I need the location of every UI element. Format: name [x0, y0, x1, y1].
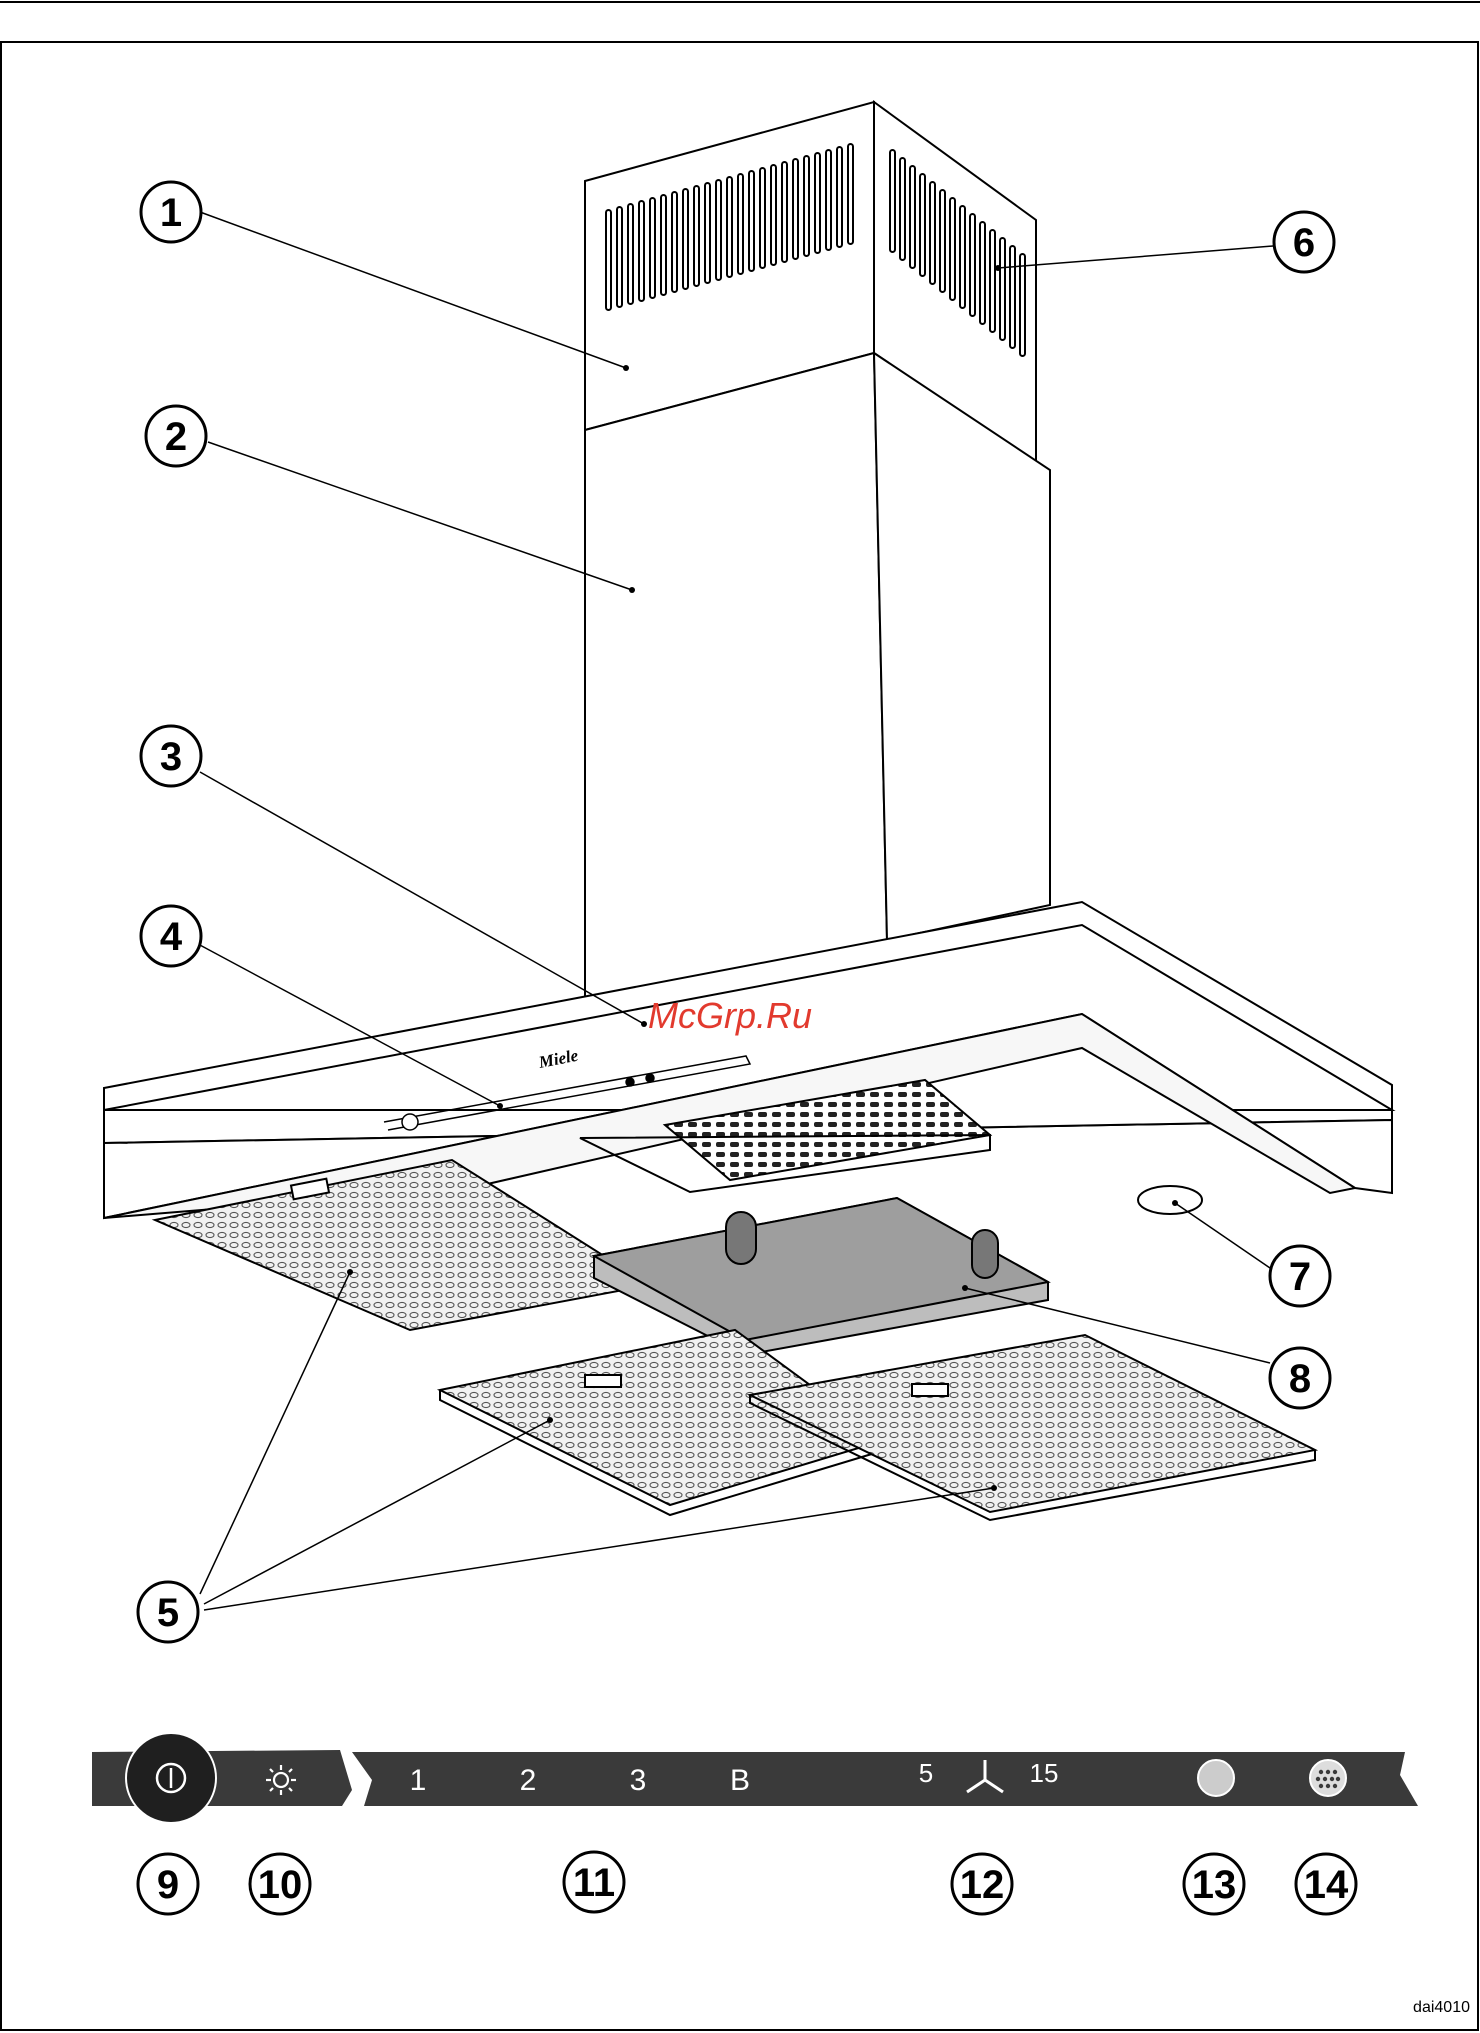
vent-slot — [1020, 254, 1025, 356]
vent-slot — [890, 150, 895, 252]
svg-text:5: 5 — [157, 1591, 179, 1635]
vent-slot — [804, 156, 809, 256]
callout-9: 9 — [138, 1854, 198, 1914]
indicator-dot — [1316, 1777, 1320, 1781]
lower-chimney — [585, 353, 1050, 1012]
callout-13: 13 — [1184, 1854, 1244, 1914]
vent-slot — [848, 144, 853, 244]
callout-11: 11 — [564, 1852, 624, 1912]
vent-slot — [950, 198, 955, 300]
vent-slot — [683, 189, 688, 289]
vent-slot — [650, 198, 655, 298]
vent-slot — [738, 174, 743, 274]
vent-slot — [760, 168, 765, 268]
timer-5-label[interactable]: 5 — [919, 1758, 933, 1788]
indicator-dot — [1333, 1784, 1337, 1788]
vent-slot — [628, 204, 633, 304]
grease-filter-indicator-icon — [1198, 1760, 1234, 1796]
vent-slot — [930, 182, 935, 284]
vent-slot — [672, 192, 677, 292]
vent-slot — [661, 195, 666, 295]
callout-10: 10 — [250, 1854, 310, 1914]
odour-filter-indicator-icon — [1310, 1760, 1346, 1796]
callout-6: 6 — [1274, 212, 1334, 272]
vent-slot — [900, 158, 905, 260]
lighting — [1138, 1186, 1202, 1214]
vent-slot — [920, 174, 925, 276]
vent-slot — [1010, 246, 1015, 348]
callout-14: 14 — [1296, 1854, 1356, 1914]
svg-text:7: 7 — [1289, 1255, 1311, 1299]
indicator-dot — [1330, 1777, 1334, 1781]
grease-filter-right — [750, 1335, 1315, 1520]
fan-level-3-button[interactable]: 3 — [630, 1764, 647, 1797]
vent-slot — [940, 190, 945, 292]
vent-slot — [716, 180, 721, 280]
indicator-dot — [1336, 1777, 1340, 1781]
svg-text:14: 14 — [1304, 1863, 1349, 1907]
figure-reference: dai4010 — [1413, 1999, 1470, 2016]
svg-text:11: 11 — [573, 1861, 615, 1905]
indicator-dot — [1333, 1770, 1337, 1774]
vent-slot — [606, 210, 611, 310]
svg-text:2: 2 — [165, 415, 187, 459]
vent-slot — [1000, 238, 1005, 340]
callout-2: 2 — [146, 406, 206, 466]
vent-slot — [910, 166, 915, 268]
vent-slot — [960, 206, 965, 308]
vent-slot — [705, 183, 710, 283]
svg-text:9: 9 — [157, 1863, 179, 1907]
fan-level-1-button[interactable]: 1 — [410, 1764, 427, 1797]
svg-text:10: 10 — [258, 1863, 303, 1907]
indicator-dot — [1326, 1784, 1330, 1788]
vent-slot — [793, 159, 798, 259]
callout-4: 4 — [141, 906, 201, 966]
vent-slot — [694, 186, 699, 286]
vent-slot — [727, 177, 732, 277]
callout-1: 1 — [141, 182, 201, 242]
vent-slot — [837, 147, 842, 247]
vent-slot — [815, 153, 820, 253]
vent-slot — [980, 222, 985, 324]
vent-slot — [639, 201, 644, 301]
control-panel: 1 2 3 B 5 15 — [92, 1733, 1418, 1823]
vent-slot — [771, 165, 776, 265]
vent-slot — [990, 230, 995, 332]
timer-15-label[interactable]: 15 — [1030, 1758, 1059, 1788]
svg-text:1: 1 — [160, 191, 182, 235]
odour-filter — [594, 1198, 1048, 1355]
callout-12: 12 — [952, 1854, 1012, 1914]
callout-3: 3 — [141, 726, 201, 786]
indicator-dot — [1319, 1784, 1323, 1788]
svg-text:8: 8 — [1289, 1357, 1311, 1401]
svg-text:12: 12 — [960, 1863, 1005, 1907]
vent-slot — [617, 207, 622, 307]
vent-slot — [782, 162, 787, 262]
indicator-dot — [1319, 1770, 1323, 1774]
indicator-dot — [1326, 1770, 1330, 1774]
vent-slot — [826, 150, 831, 250]
svg-text:4: 4 — [160, 915, 183, 959]
callout-8: 8 — [1270, 1348, 1330, 1408]
svg-text:6: 6 — [1293, 221, 1315, 265]
vent-slot — [749, 171, 754, 271]
boost-button[interactable]: B — [730, 1764, 750, 1797]
callout-7: 7 — [1270, 1246, 1330, 1306]
svg-text:3: 3 — [160, 735, 182, 779]
watermark: McGrp.Ru — [648, 995, 812, 1036]
vent-slot — [970, 214, 975, 316]
callout-5: 5 — [138, 1582, 198, 1642]
fan-level-2-button[interactable]: 2 — [520, 1764, 537, 1797]
svg-text:13: 13 — [1192, 1863, 1237, 1907]
indicator-dot — [1323, 1777, 1327, 1781]
